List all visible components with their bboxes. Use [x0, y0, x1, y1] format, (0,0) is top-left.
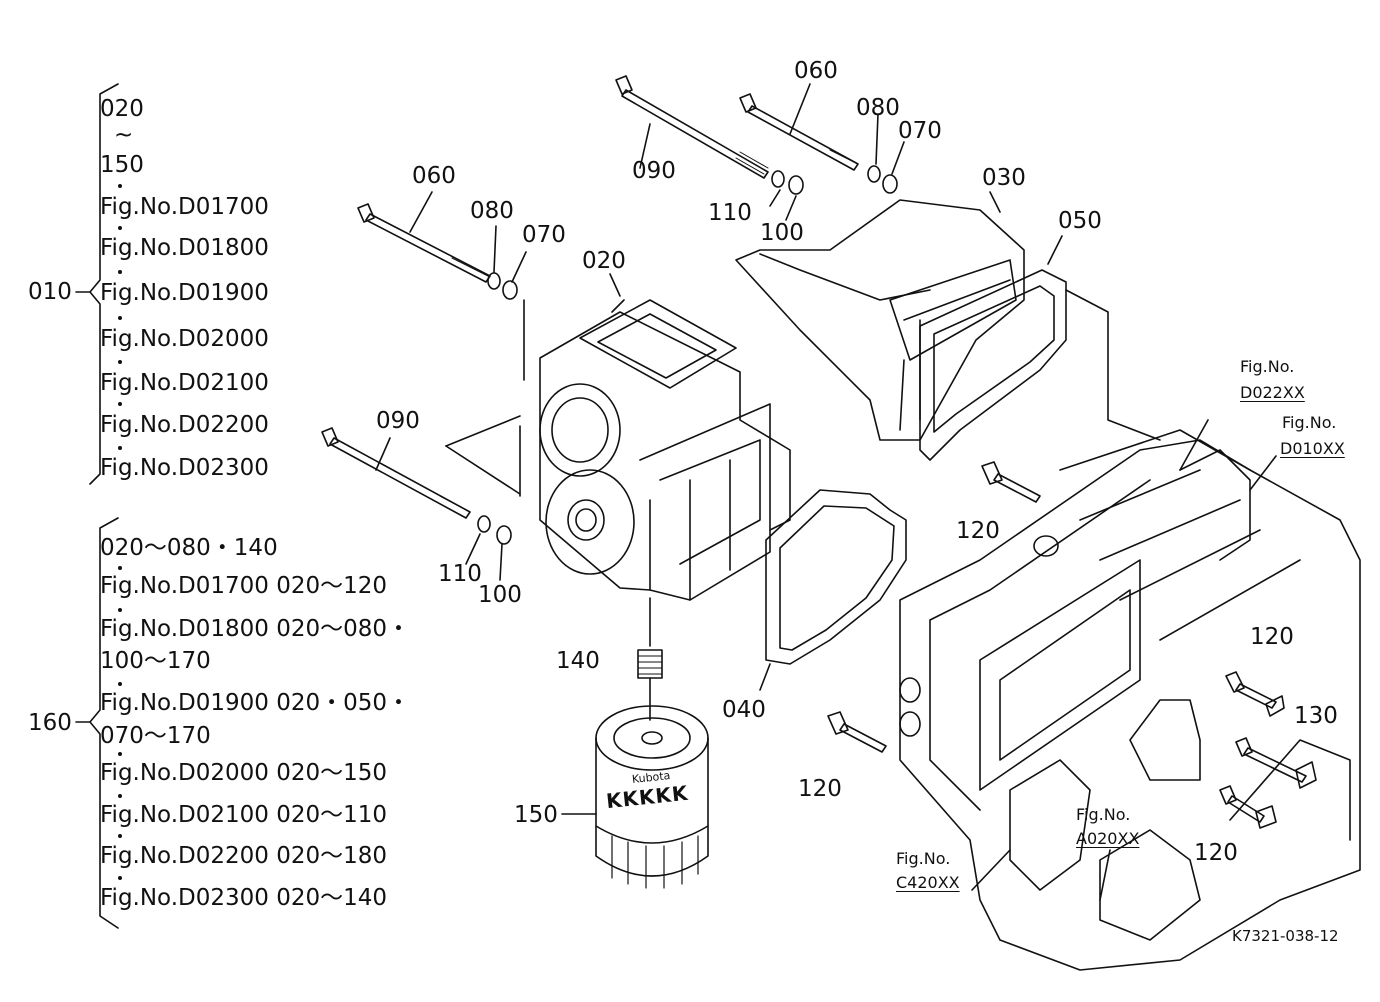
fig-ref-top: Fig.No.	[896, 849, 951, 868]
callout-050: 050	[1058, 208, 1102, 234]
group-160-code: 160	[28, 710, 72, 736]
fig-ref-top: Fig.No.	[1076, 805, 1131, 824]
washer-080-left	[487, 272, 501, 290]
group-160-line: Fig.No.D01900 020・050・	[100, 690, 411, 716]
group-010-line: 020	[100, 96, 144, 122]
bolt-060-top	[739, 83, 859, 171]
nipple-140	[637, 649, 663, 721]
bracket-160	[75, 517, 119, 929]
group-160-line: 020～080・140	[100, 535, 278, 561]
group-160-line: Fig.No.D02000 020～150	[100, 760, 388, 786]
callout-040: 040	[722, 697, 766, 723]
washer-070-left	[502, 280, 518, 300]
group-010-line: Fig.No.D01800	[100, 235, 269, 261]
drawing-number: K7321-038-12	[1232, 927, 1339, 945]
callout-090-left: 090	[376, 408, 420, 434]
fig-ref-link[interactable]: D022XX	[1240, 383, 1305, 402]
gasket-040	[759, 489, 907, 691]
group-010-code: 010	[28, 279, 72, 305]
callout-090-top: 090	[632, 158, 676, 184]
bolt-120-b	[1225, 671, 1285, 717]
group-010-line: Fig.No.D01900	[100, 280, 269, 306]
callout-080-top: 080	[856, 95, 900, 121]
gasket-050	[919, 235, 1161, 461]
callout-020: 020	[582, 248, 626, 274]
callout-110-top: 110	[708, 200, 752, 226]
group-010-line: Fig.No.D02000	[100, 326, 269, 352]
callout-030: 030	[982, 165, 1026, 191]
group-160-line: 100～170	[100, 648, 211, 674]
bolt-090-left	[321, 427, 471, 519]
callout-100-top: 100	[760, 220, 804, 246]
bolt-090-top	[615, 75, 769, 179]
group-160-line: 070～170	[100, 723, 211, 749]
washer-110-top	[771, 170, 785, 188]
callout-140: 140	[556, 648, 600, 674]
group-010-line: ~	[114, 122, 134, 148]
washer-070-top	[882, 174, 898, 194]
fig-ref-link[interactable]: D010XX	[1280, 439, 1345, 458]
bolt-120-d	[827, 711, 887, 753]
callout-120-a: 120	[956, 518, 1000, 544]
fig-ref-link[interactable]: A020XX	[1076, 829, 1140, 848]
fig-ref-top: Fig.No.	[1282, 413, 1337, 432]
group-010-line: Fig.No.D02100	[100, 370, 269, 396]
fig-ref-link[interactable]: C420XX	[896, 873, 960, 892]
bolt-120-c	[1219, 785, 1277, 829]
callout-060-left: 060	[412, 163, 456, 189]
callout-110-left: 110	[438, 561, 482, 587]
group-160-line: Fig.No.D02100 020～110	[100, 802, 388, 828]
callout-080-left: 080	[470, 198, 514, 224]
callout-120-b: 120	[1250, 624, 1294, 650]
bracket-010	[75, 83, 119, 485]
group-160-line: Fig.No.D01800 020～080・	[100, 616, 411, 642]
washer-080-top	[867, 165, 881, 183]
washer-100-top	[788, 175, 804, 195]
callout-100-left: 100	[478, 582, 522, 608]
bolt-120-a	[981, 461, 1041, 503]
oil-filter-150	[561, 705, 709, 889]
group-160-line: Fig.No.D02200 020～180	[100, 843, 388, 869]
callout-120-c: 120	[1194, 840, 1238, 866]
washer-100-left	[496, 525, 512, 545]
fig-ref-top: Fig.No.	[1240, 357, 1295, 376]
housing-020	[445, 273, 791, 647]
callout-150: 150	[514, 802, 558, 828]
bolt-130	[1235, 737, 1317, 789]
bolt-060-left	[357, 191, 491, 283]
callout-070-top: 070	[898, 118, 942, 144]
callout-130: 130	[1294, 703, 1338, 729]
callout-070-left: 070	[522, 222, 566, 248]
group-160-line: Fig.No.D02300 020～140	[100, 885, 388, 911]
group-010-line: Fig.No.D01700	[100, 194, 269, 220]
callout-120-d: 120	[798, 776, 842, 802]
group-010-line: Fig.No.D02300	[100, 455, 269, 481]
washer-110-left	[477, 515, 491, 533]
callout-060-top: 060	[794, 58, 838, 84]
group-010-line: 150	[100, 152, 144, 178]
transmission-case	[899, 429, 1361, 971]
group-010-line: Fig.No.D02200	[100, 412, 269, 438]
group-160-line: Fig.No.D01700 020～120	[100, 573, 388, 599]
